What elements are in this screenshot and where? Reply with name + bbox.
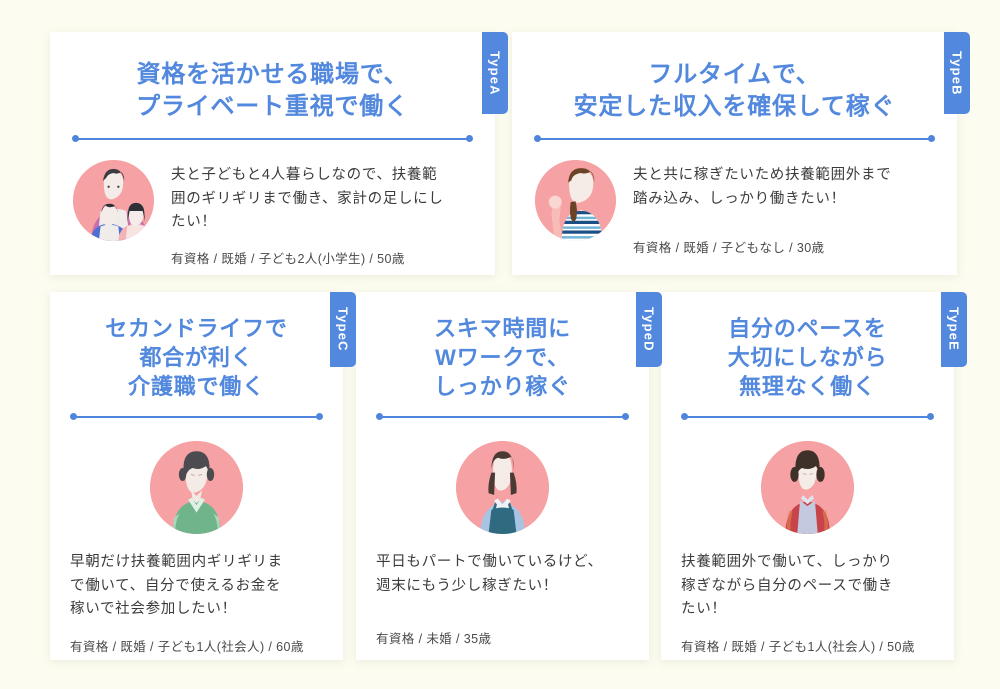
card-description-e: 扶養範囲外で働いて、しっかり 稼ぎながら自分のペースで働き たい！ bbox=[681, 554, 894, 618]
divider-rule bbox=[684, 416, 931, 418]
persona-card-type-d[interactable]: TypeD スキマ時間に Wワークで、 しっかり稼ぐ 平日もパートで働いているけ… bbox=[356, 292, 662, 660]
card-meta-d: 有資格 / 未婚 / 35歳 bbox=[376, 632, 492, 647]
type-badge-b-label: TypeB bbox=[949, 50, 965, 96]
type-badge-a-label: TypeA bbox=[487, 50, 503, 96]
card-description-c: 早朝だけ扶養範囲内ギリギリま で働いて、自分で使えるお金を 稼いで社会参加したい… bbox=[70, 554, 283, 618]
card-meta-c: 有資格 / 既婚 / 子ども1人(社会人) / 60歳 bbox=[70, 639, 304, 654]
heading-divider-b bbox=[534, 135, 935, 143]
divider-dot-right-icon bbox=[466, 135, 473, 143]
card-text-b: 夫と共に稼ぎたいため扶養範囲外まで 踏み込み、しっかり働きたい！ 有資格 / 既… bbox=[633, 160, 891, 256]
card-meta-b: 有資格 / 既婚 / 子どもなし / 30歳 bbox=[633, 241, 825, 256]
woman-red-cardigan-avatar bbox=[761, 441, 854, 535]
card-description-d: 平日もパートで働いているけど、 週末にもう少し稼ぎたい！ bbox=[376, 554, 603, 594]
card-heading-a: 資格を活かせる職場で、 プライベート重視で働く bbox=[136, 61, 409, 120]
persona-card-type-e[interactable]: TypeE 自分のペースを 大切にしながら 無理なく働く 扶養範囲外で働いて、し… bbox=[661, 292, 967, 660]
card-meta-a: 有資格 / 既婚 / 子ども2人(小学生) / 50歳 bbox=[171, 251, 405, 266]
card-heading-d: スキマ時間に Wワークで、 しっかり稼ぐ bbox=[434, 316, 571, 400]
heading-divider-c bbox=[70, 413, 323, 421]
card-description-b: 夫と共に稼ぎたいため扶養範囲外まで 踏み込み、しっかり働きたい！ bbox=[633, 167, 892, 207]
card-heading-e: 自分のペースを 大切にしながら 無理なく働く bbox=[727, 316, 888, 400]
divider-dot-right-icon bbox=[622, 413, 629, 421]
card-text-a: 夫と子どもと4人暮らしなので、扶養範 囲のギリギリまで働き、家計の足しにし たい… bbox=[171, 160, 444, 266]
family-of-four-avatar bbox=[73, 160, 154, 242]
senior-woman-green-uniform-avatar bbox=[150, 441, 243, 535]
persona-card-type-a[interactable]: TypeA 資格を活かせる職場で、 プライベート重視で働く bbox=[50, 32, 508, 275]
type-badge-a: TypeA bbox=[482, 32, 508, 114]
card-description-a: 夫と子どもと4人暮らしなので、扶養範 囲のギリギリまで働き、家計の足しにし たい… bbox=[171, 167, 444, 231]
divider-dot-right-icon bbox=[928, 135, 935, 143]
type-badge-e-label: TypeE bbox=[946, 307, 962, 352]
persona-card-type-b[interactable]: TypeB フルタイムで、 安定した収入を確保して稼ぐ bbox=[512, 32, 970, 275]
divider-rule bbox=[73, 416, 320, 418]
divider-dot-right-icon bbox=[316, 413, 323, 421]
divider-rule bbox=[75, 138, 470, 140]
type-badge-b: TypeB bbox=[944, 32, 970, 114]
type-badge-c: TypeC bbox=[330, 292, 356, 367]
type-badge-d: TypeD bbox=[636, 292, 662, 367]
card-body-a: 夫と子どもと4人暮らしなので、扶養範 囲のギリギリまで働き、家計の足しにし たい… bbox=[50, 142, 495, 266]
heading-divider-e bbox=[681, 413, 934, 421]
divider-rule bbox=[379, 416, 626, 418]
heading-divider-d bbox=[376, 413, 629, 421]
divider-rule bbox=[537, 138, 932, 140]
type-badge-e: TypeE bbox=[941, 292, 967, 367]
card-body-b: 夫と共に稼ぎたいため扶養範囲外まで 踏み込み、しっかり働きたい！ 有資格 / 既… bbox=[512, 142, 957, 256]
type-badge-d-label: TypeD bbox=[641, 307, 657, 352]
persona-card-type-c[interactable]: TypeC セカンドライフで 都合が利く 介護職で働く 早朝だけ扶養範囲内ギリギ… bbox=[50, 292, 356, 660]
card-heading-c: セカンドライフで 都合が利く 介護職で働く bbox=[105, 316, 288, 400]
heading-divider-a bbox=[72, 135, 473, 143]
divider-dot-right-icon bbox=[927, 413, 934, 421]
young-woman-overalls-avatar bbox=[456, 441, 549, 535]
card-heading-b: フルタイムで、 安定した収入を確保して稼ぐ bbox=[573, 61, 896, 120]
woman-striped-shirt-avatar bbox=[535, 160, 616, 242]
card-meta-e: 有資格 / 既婚 / 子ども1人(社会人) / 50歳 bbox=[681, 639, 915, 654]
type-badge-c-label: TypeC bbox=[335, 307, 351, 352]
